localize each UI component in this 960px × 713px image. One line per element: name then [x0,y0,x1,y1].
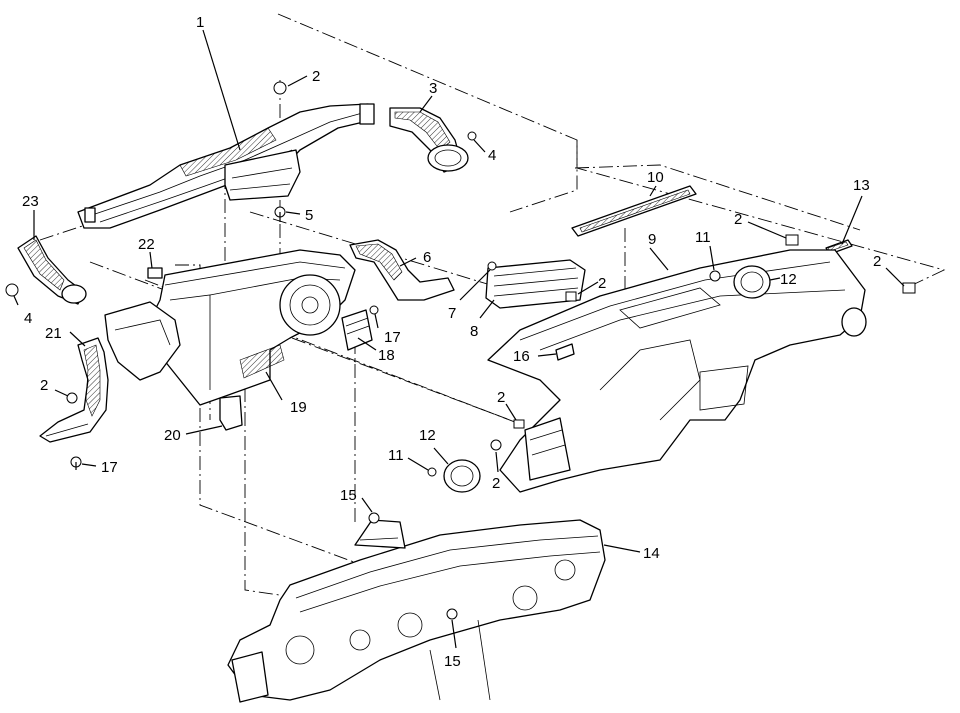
callout-20: 20 [164,427,181,444]
callout-11: 11 [695,229,711,246]
callout-14: 14 [643,545,660,562]
callout-1: 1 [196,14,204,31]
callout-17: 17 [101,459,118,476]
callout-17: 17 [384,329,401,346]
callout-2: 2 [312,68,320,85]
callout-3: 3 [429,80,437,97]
callout-8: 8 [470,323,478,340]
round-vent-left [443,459,481,493]
right-duct-elbow [389,107,469,173]
callout-12: 12 [419,427,436,444]
callout-5: 5 [305,207,313,224]
callout-12: 12 [780,271,797,288]
callout-21: 21 [45,325,62,342]
defroster-grille [571,185,697,237]
round-vent-right [733,265,771,299]
control-module [341,309,373,351]
callout-6: 6 [423,249,431,266]
right-floor-duct [349,239,455,301]
callout-15: 15 [444,653,461,670]
cross-car-beam [227,519,606,703]
callout-15: 15 [340,487,357,504]
callout-18: 18 [378,347,395,364]
callout-2: 2 [492,475,500,492]
instrument-panel [487,249,867,493]
center-air-vent [485,259,586,309]
callout-2: 2 [873,253,881,270]
callout-10: 10 [647,169,664,186]
callout-4: 4 [24,310,32,327]
callout-2: 2 [598,275,606,292]
callout-2: 2 [40,377,48,394]
callout-7: 7 [448,305,456,322]
left-duct-elbow [17,235,87,305]
callout-9: 9 [648,231,656,248]
callout-2: 2 [734,211,742,228]
sensor-bezel [555,343,575,361]
callout-16: 16 [513,348,530,365]
callout-4: 4 [488,147,496,164]
leader-lines [13,29,905,649]
callout-19: 19 [290,399,307,416]
hvac-module [104,249,356,431]
upper-air-duct [77,103,375,229]
callout-11: 11 [388,447,404,464]
callout-labels: 1 2 3 4 5 23 4 22 6 17 18 21 2 19 20 17 … [22,14,881,670]
callout-2: 2 [497,389,505,406]
left-floor-duct [39,337,109,443]
fasteners [5,81,916,620]
callout-23: 23 [22,193,39,210]
callout-13: 13 [853,177,870,194]
callout-22: 22 [138,236,155,253]
